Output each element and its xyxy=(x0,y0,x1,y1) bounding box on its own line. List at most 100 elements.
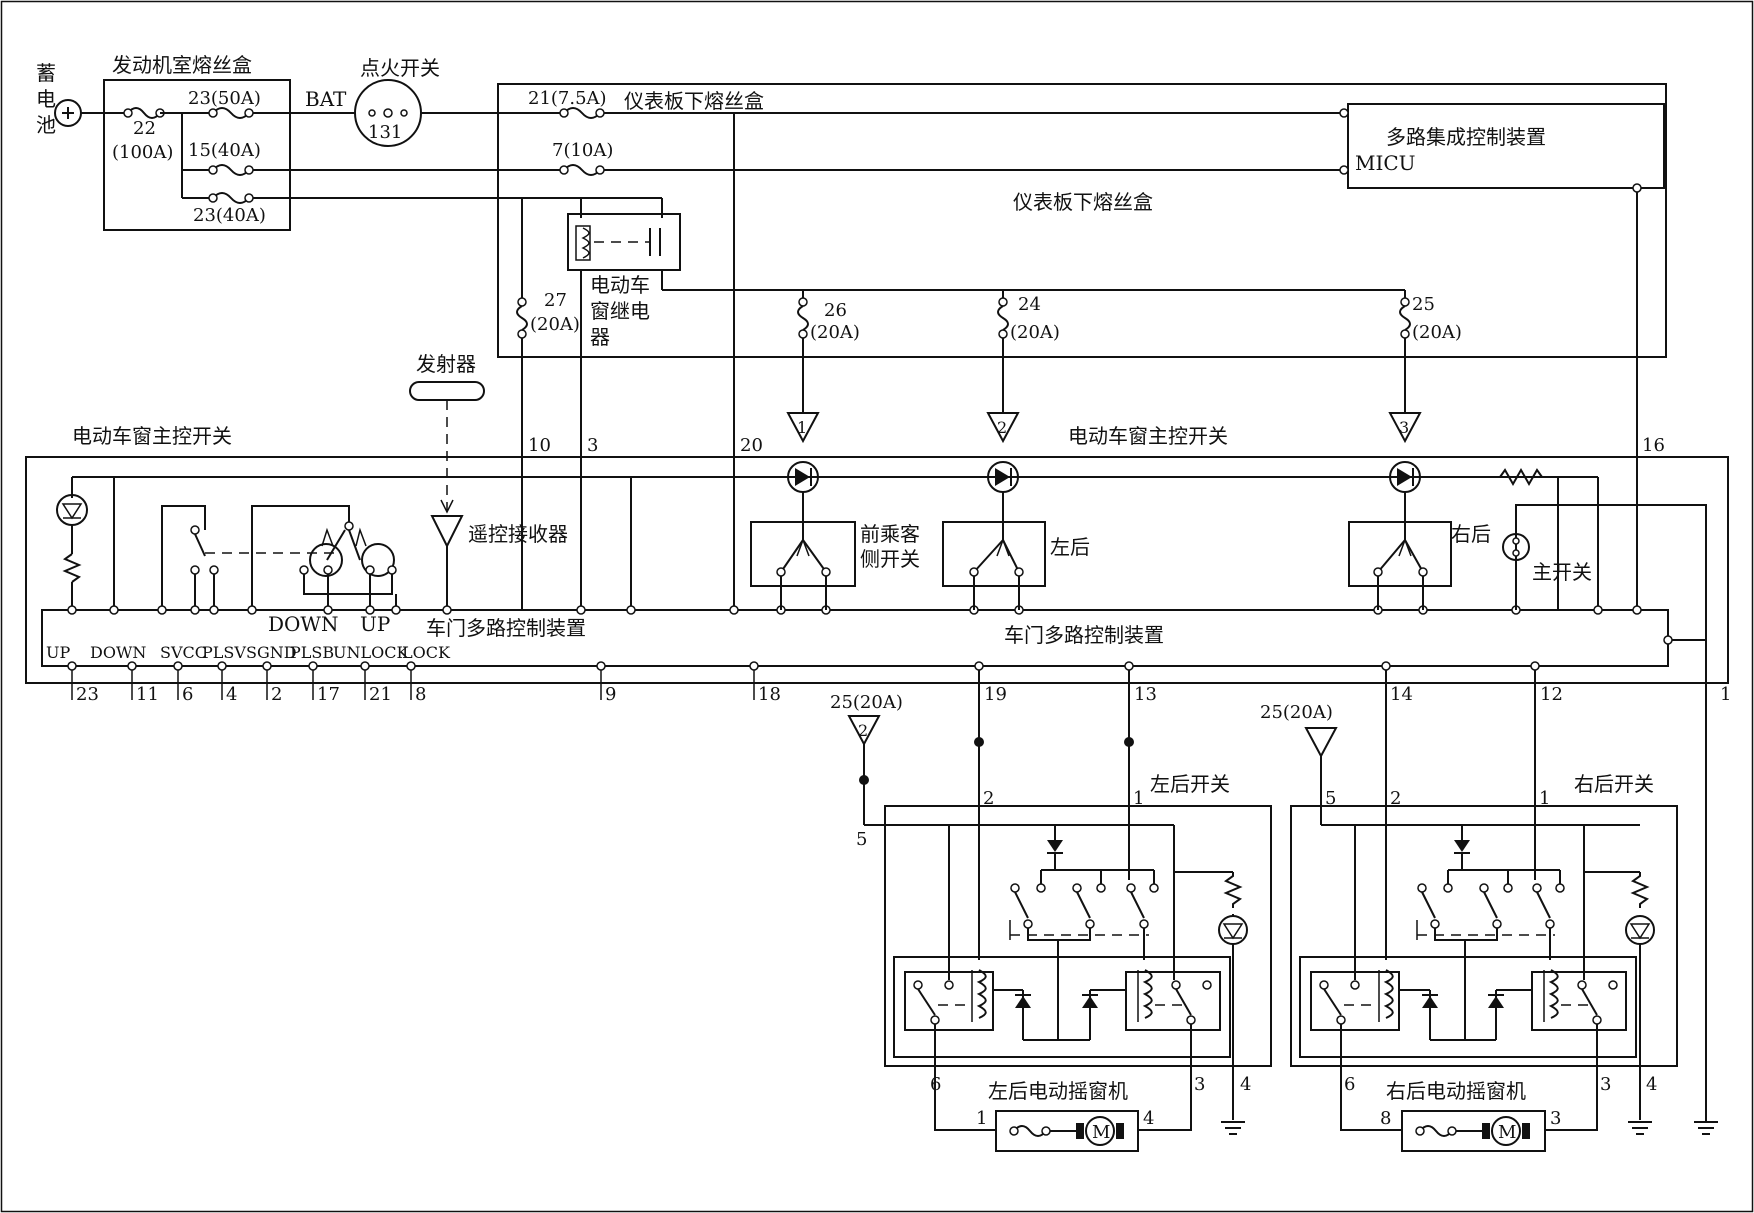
resistor-main xyxy=(1499,467,1543,487)
bottom-pin-8: 8 xyxy=(415,684,426,705)
engine-fuse-box: 发动机室熔丝盒 22 (100A) 23(50A) 15(40A) 23(40A… xyxy=(103,53,291,231)
bottom-pin-4: 4 xyxy=(226,684,237,705)
left-switch-led xyxy=(1218,915,1248,945)
bottom-pin-9: 9 xyxy=(605,684,616,705)
fuse-22-rating: (100A) xyxy=(112,142,173,163)
dash-fuse-box: 仪表板下熔丝盒 仪表板下熔丝盒 21(7.5A) 7(10A) xyxy=(253,83,1667,610)
left-switch-pin-4: 4 xyxy=(1240,1074,1251,1095)
left-switch-pin-3: 3 xyxy=(1194,1074,1205,1095)
relay-label-3: 器 xyxy=(590,325,610,349)
left-fuse-25-label: 25(20A) xyxy=(830,692,903,713)
pin-20: 20 xyxy=(740,435,763,456)
fuse-23-40a xyxy=(212,192,250,204)
signal-lock: LOCK xyxy=(402,643,451,662)
dash-fuse-box-label-1: 仪表板下熔丝盒 xyxy=(624,89,764,113)
fuse-23-50a xyxy=(212,107,250,119)
signal-sgnd: SGND xyxy=(246,643,297,662)
fuse-7-label: 7(10A) xyxy=(552,140,613,161)
ground-left xyxy=(1221,1121,1245,1135)
left-rear-switch: 左后开关 25(20A) 2 5 2 1 xyxy=(830,670,1272,1135)
fuse-27-number: 27 xyxy=(544,290,567,311)
left-rear-master-switch: 左后 xyxy=(942,492,1090,610)
indicator-led-left xyxy=(56,494,88,526)
left-rear-switch-label: 左后开关 xyxy=(1150,772,1230,796)
right-switch-led xyxy=(1625,915,1655,945)
left-switch-pin-5: 5 xyxy=(856,829,867,850)
fuse-23-50a-label: 23(50A) xyxy=(188,88,261,109)
connector-1-label: 1 xyxy=(797,418,807,437)
front-passenger-switch: 前乘客 侧开关 xyxy=(750,492,920,610)
master-switch-label-left: 电动车窗主控开关 xyxy=(72,424,232,448)
right-rear-switch: 右后开关 25(20A) 5 2 1 xyxy=(1260,670,1678,1135)
battery-label-1: 蓄 xyxy=(36,61,56,85)
signal-down: DOWN xyxy=(90,643,146,662)
fuse-25-rating: (20A) xyxy=(1412,322,1462,343)
bottom-pin-6: 6 xyxy=(182,684,193,705)
micu-box xyxy=(1347,103,1665,189)
fuse-7 xyxy=(563,164,601,176)
right-relay-b xyxy=(1531,971,1627,1031)
bottom-pin-21: 21 xyxy=(369,684,392,705)
master-switch-label-right: 电动车窗主控开关 xyxy=(1068,424,1228,448)
micu-label: MICU xyxy=(1355,151,1416,175)
fuse-23-40a-label: 23(40A) xyxy=(193,205,266,226)
left-switch-pin-2: 2 xyxy=(983,788,994,809)
diode-1 xyxy=(787,461,819,493)
micu-label-cn: 多路集成控制装置 xyxy=(1386,125,1546,149)
down-label: DOWN xyxy=(268,612,339,636)
relay-label-2: 窗继电 xyxy=(590,299,650,323)
transmitter: 发射器 xyxy=(409,352,485,514)
front-passenger-label-1: 前乘客 xyxy=(860,522,920,546)
remote-receiver-label: 遥控接收器 xyxy=(468,522,568,546)
resistor-left xyxy=(62,553,82,583)
battery-label-2: 电 xyxy=(36,87,56,111)
left-connector-2-label: 2 xyxy=(858,721,868,740)
signal-plsv: PLSV xyxy=(202,643,246,662)
remote-receiver-antenna xyxy=(430,515,464,549)
right-rear-switch-box xyxy=(1290,805,1678,1067)
fuse-25-number: 25 xyxy=(1412,294,1435,315)
fuse-24-rating: (20A) xyxy=(1010,322,1060,343)
bottom-pin-18: 18 xyxy=(758,684,781,705)
right-rear-switch-label: 右后开关 xyxy=(1574,772,1654,796)
connector-3-label: 3 xyxy=(1399,418,1409,437)
master-switch-outline xyxy=(25,456,1729,684)
up-label: UP xyxy=(360,612,390,636)
transmitter-body xyxy=(409,381,485,401)
dash-fuse-box-outline xyxy=(497,83,1667,358)
right-relay-a xyxy=(1310,971,1400,1031)
door-mpcu-label-right: 车门多路控制装置 xyxy=(1004,623,1164,647)
fuse-27-rating: (20A) xyxy=(530,314,580,335)
bottom-pin-12: 12 xyxy=(1540,684,1563,705)
right-motor-pin-3: 3 xyxy=(1550,1108,1561,1129)
right-switch-pin-4: 4 xyxy=(1646,1074,1657,1095)
left-relay-a xyxy=(904,971,994,1031)
left-motor-pin-4: 4 xyxy=(1143,1108,1154,1129)
battery-label-3: 池 xyxy=(36,113,56,137)
fuse-15-40a-label: 15(40A) xyxy=(188,140,261,161)
signal-up: UP xyxy=(46,643,70,662)
pin-10: 10 xyxy=(528,435,551,456)
signal-unlock: UNLOCK xyxy=(333,643,409,662)
bat-label: BAT xyxy=(305,87,347,111)
right-rear-master-switch: 右后 xyxy=(1348,492,1491,610)
signal-svcc: SVCC xyxy=(160,643,207,662)
fuse-22 xyxy=(127,107,161,119)
right-rear-motor: 右后电动摇窗机 8 3 M xyxy=(1340,1075,1598,1152)
bottom-pin-23: 23 xyxy=(76,684,99,705)
bottom-pin-14: 14 xyxy=(1390,684,1413,705)
right-switch-pin-5: 5 xyxy=(1325,788,1336,809)
main-switch-label: 主开关 xyxy=(1532,560,1592,584)
bottom-pin-11: 11 xyxy=(136,684,159,705)
bottom-pin-2: 2 xyxy=(271,684,282,705)
ignition-switch: 点火开关 BAT 131 xyxy=(253,56,440,147)
engine-fuse-box-label: 发动机室熔丝盒 xyxy=(112,53,252,77)
ignition-terminals: 131 xyxy=(368,122,402,143)
connector-2-label: 2 xyxy=(997,418,1007,437)
left-motor-label: 左后电动摇窗机 xyxy=(988,1079,1128,1103)
fuse-26: 26 (20A) 1 xyxy=(786,290,860,444)
right-switch-pin-2: 2 xyxy=(1390,788,1401,809)
right-fuse-25-label: 25(20A) xyxy=(1260,702,1333,723)
fuse-22-number: 22 xyxy=(133,118,156,139)
